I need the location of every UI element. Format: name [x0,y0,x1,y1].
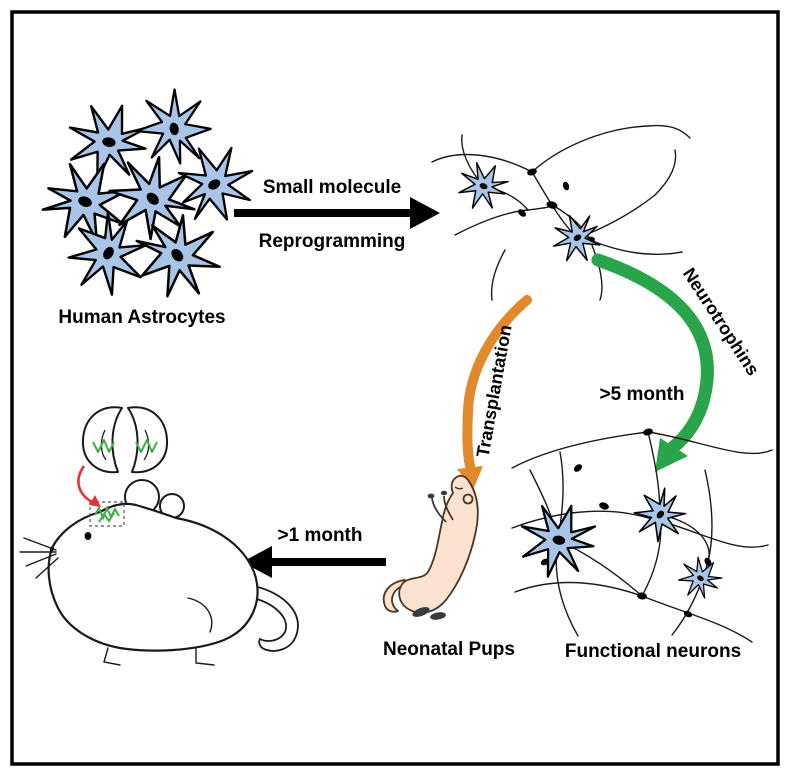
transplantation-arrow [457,295,532,490]
pup-hindfoot [430,612,446,620]
transplantation-arrowhead [457,466,483,490]
pup-hindfoot [412,607,430,617]
brain-hemisphere-left [81,406,123,474]
reprogramming-arrowhead [410,197,440,229]
one-month-arrow [242,546,386,578]
pup-ear [462,493,474,505]
mouse-body [47,502,259,652]
human-astrocytes-label: Human Astrocytes [58,307,225,328]
mouse-eye [84,532,92,540]
mouse-whisker [35,557,59,579]
pup-tail [382,579,409,613]
mouse-hindfoot [195,647,215,666]
neonatal-pups-label: Neonatal Pups [383,639,515,660]
pup-foreleg [443,495,454,521]
astrocyte-cell [120,197,239,316]
pup-foreleg [431,497,447,523]
reprogrammed-neurons-cluster [431,124,691,301]
mouse-hindleg [187,597,213,633]
pup-paw [427,493,435,499]
functional-neurons-label: Functional neurons [565,641,741,662]
red-arrowhead [89,495,101,507]
small-molecule-label: Small molecule [263,177,401,198]
neuron-soma [451,155,514,218]
one-month-arrowhead [242,546,272,578]
brain-slice-illustration [81,406,169,474]
mouse-illustration [19,479,299,666]
brain-green-cells [92,439,158,453]
reprogramming-label: Reprogramming [259,231,406,252]
reprogramming-arrow [234,197,440,229]
functional-neurons-cluster [511,428,773,643]
mouse-whisker [25,553,57,567]
neurotrophins-arrowhead [655,438,688,472]
neonatal-pup-illustration [382,474,479,620]
red-callout-arrow [77,465,101,507]
mouse-whisker [23,537,57,551]
pup-eye [454,486,464,490]
mouse-foreleg [103,647,121,666]
mouse-tail [248,584,299,652]
transplantation-label: Transplantation [473,323,516,458]
neuron-soma [670,549,728,607]
pup-paw [440,490,448,496]
neurotrophins-arrow [591,253,714,472]
human-astrocytes-cluster [33,83,269,316]
five-month-label: >5 month [600,384,685,405]
injection-site-dashed-box [89,501,125,527]
one-month-label: >1 month [278,525,363,546]
figure-border [10,10,780,766]
injection-site-green-marks [94,505,120,523]
